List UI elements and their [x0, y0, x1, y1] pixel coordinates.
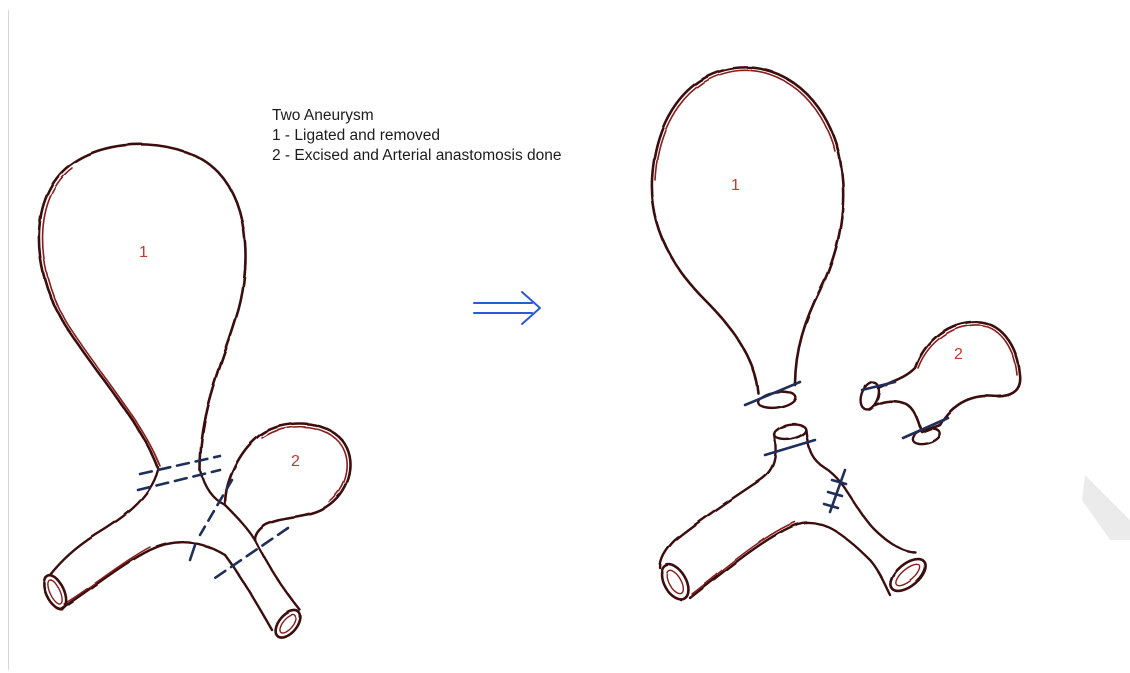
left-vessel-right-open-end: [271, 606, 305, 642]
right-vessel-crotch: [690, 522, 890, 598]
before-diagram: [39, 144, 351, 642]
left-aneurysm-2-label: 2: [291, 453, 300, 470]
left-aneurysm-1-label: 1: [139, 244, 148, 261]
left-vessel-right-branch-inner: [255, 540, 300, 610]
left-aneurysm-2-shadow: [262, 427, 347, 502]
right-vessel-top-stump: [773, 422, 807, 441]
right-aneurysm-2-label: 2: [954, 346, 963, 363]
left-ligature-upper: [140, 456, 220, 474]
left-aneurysm-2-sac: [225, 424, 351, 540]
left-right-open-end-inner: [277, 612, 299, 635]
right-ligature-aneurysm-2-bottom: [903, 418, 948, 438]
edge-decoration: [1082, 475, 1130, 540]
right-vessel-left-open-end: [656, 560, 694, 604]
left-vessel-left-open-end: [39, 572, 71, 612]
right-aneurysm-1-shadow: [655, 70, 835, 180]
right-left-open-end-inner: [663, 568, 686, 597]
left-vessel-left-branch-top: [50, 470, 158, 575]
right-vessel-left-side: [660, 434, 776, 568]
right-right-open-end-inner: [893, 561, 924, 589]
right-vessel-right-side: [806, 430, 915, 552]
left-open-end-inner: [45, 578, 65, 606]
right-ligature-vessel-top: [765, 440, 815, 455]
right-aneurysm-1-sac: [652, 67, 843, 393]
right-aneurysm-2-sac: [875, 322, 1020, 432]
left-vessel-left-branch-bottom: [62, 542, 225, 608]
left-vessel-neck: [200, 470, 255, 540]
left-branch-shadow: [64, 547, 150, 604]
right-vessel-right-open-end: [885, 553, 931, 597]
after-diagram: [652, 67, 1020, 604]
double-arrow-icon: [474, 292, 540, 324]
left-aneurysm-1-sac: [39, 144, 246, 470]
left-excision-tick: [190, 545, 195, 560]
right-aneurysm-1-label: 1: [731, 177, 740, 194]
